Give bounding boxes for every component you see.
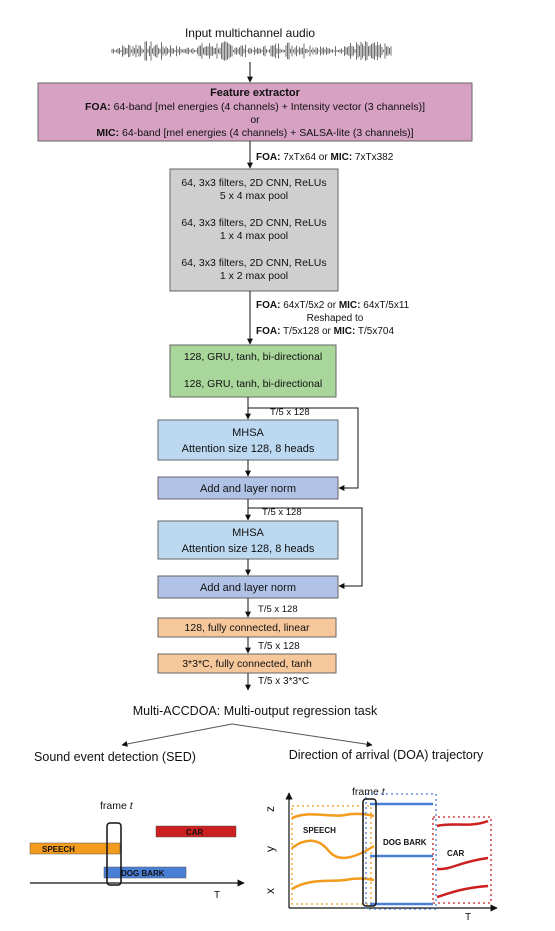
sed-plot: frame t T SPEECH CAR DOG BARK bbox=[29, 800, 245, 901]
cnn-layer-2-line-1: 64, 3x3 filters, 2D CNN, ReLUs bbox=[181, 217, 326, 229]
residual-2 bbox=[248, 507, 363, 589]
doa-car-z bbox=[436, 819, 489, 828]
fc-dim-mid: T/5 x 128 bbox=[258, 641, 300, 652]
cnn-layer-3-line-1: 64, 3x3 filters, 2D CNN, ReLUs bbox=[181, 257, 326, 269]
feature-extractor-mic: MIC: 64-band [mel energies (4 channels) … bbox=[96, 127, 413, 139]
fc1-label: 128, fully connected, linear bbox=[185, 622, 310, 634]
mhsa2-detail: Attention size 128, 8 heads bbox=[182, 543, 315, 555]
doa-frame-label: frame t bbox=[352, 786, 386, 798]
doa-axis-z: z bbox=[263, 806, 277, 812]
gru-layer-1: 128, GRU, tanh, bi-directional bbox=[184, 351, 322, 363]
sed-frame-label: frame t bbox=[100, 800, 134, 812]
sed-title: Sound event detection (SED) bbox=[34, 750, 196, 764]
task-title: Multi-ACCDOA: Multi-output regression ta… bbox=[133, 704, 378, 718]
features-shape-label: FOA: 7xTx64 or MIC: 7xTx382 bbox=[256, 152, 394, 163]
gru-layer-2: 128, GRU, tanh, bi-directional bbox=[184, 378, 322, 390]
cnn-layer-2-line-2: 1 x 4 max pool bbox=[220, 230, 288, 242]
mhsa1-detail: Attention size 128, 8 heads bbox=[182, 443, 315, 455]
doa-speech-z bbox=[291, 812, 375, 820]
sed-speech-label: SPEECH bbox=[42, 845, 75, 854]
sed-dogbark-bar bbox=[103, 866, 187, 879]
doa-car-y bbox=[436, 856, 489, 871]
sed-axis-label: T bbox=[214, 890, 220, 901]
doa-frame-box bbox=[362, 798, 377, 907]
feature-extractor-title: Feature extractor bbox=[210, 87, 301, 99]
norm2-label: Add and layer norm bbox=[200, 582, 296, 594]
cnn-output-shape: FOA: 64xT/5x2 or MIC: 64xT/5x11 bbox=[256, 300, 410, 311]
cnn-layer-3-line-2: 1 x 2 max pool bbox=[220, 270, 288, 282]
norm1-label: Add and layer norm bbox=[200, 483, 296, 495]
cnn-block bbox=[169, 168, 339, 292]
doa-axis-x: x bbox=[263, 888, 277, 894]
sed-speech-bar bbox=[29, 842, 121, 855]
reshaped-shape: FOA: T/5x128 or MIC: T/5x704 bbox=[256, 326, 394, 337]
doa-car-x bbox=[436, 884, 489, 899]
reshaped-label: Reshaped to bbox=[307, 313, 364, 324]
doa-dogbark-region bbox=[365, 793, 437, 910]
sed-dogbark-label: DOG BARK bbox=[121, 869, 165, 878]
mhsa2-title: MHSA bbox=[232, 527, 264, 539]
doa-speech-y bbox=[291, 839, 375, 859]
doa-car-label: CAR bbox=[447, 849, 465, 858]
mhsa2-block bbox=[157, 520, 339, 560]
doa-speech-x bbox=[291, 877, 375, 891]
doa-car-region bbox=[432, 816, 492, 904]
feature-extractor-foa: FOA: 64-band [mel energies (4 channels) … bbox=[85, 101, 425, 113]
doa-axis-label: T bbox=[465, 912, 471, 923]
doa-speech-region bbox=[291, 805, 372, 905]
fc-dim-out: T/5 x 3*3*C bbox=[258, 676, 309, 687]
doa-plot: frame t T z y x SPEECH DOG BARK CAR bbox=[263, 786, 498, 923]
doa-title: Direction of arrival (DOA) trajectory bbox=[289, 748, 484, 762]
arrow-to-sed bbox=[121, 723, 233, 747]
arrow-to-doa bbox=[231, 723, 373, 748]
cnn-layer-1-line-1: 64, 3x3 filters, 2D CNN, ReLUs bbox=[181, 177, 326, 189]
mhsa1-dim-label: T/5 x 128 bbox=[270, 407, 310, 418]
doa-axis-y: y bbox=[263, 846, 277, 852]
sed-car-label: CAR bbox=[186, 828, 204, 837]
fc-dim-in: T/5 x 128 bbox=[258, 604, 298, 615]
sed-frame-box bbox=[106, 822, 122, 886]
doa-speech-label: SPEECH bbox=[303, 826, 336, 835]
waveform-icon bbox=[111, 41, 392, 61]
cnn-layer-1-line-2: 5 x 4 max pool bbox=[220, 190, 288, 202]
feature-extractor-or: or bbox=[250, 114, 260, 126]
fc2-block bbox=[157, 653, 337, 674]
mhsa1-block bbox=[157, 419, 339, 461]
doa-dogbark-label: DOG BARK bbox=[383, 838, 427, 847]
mhsa1-title: MHSA bbox=[232, 427, 264, 439]
input-label: Input multichannel audio bbox=[185, 26, 315, 40]
feature-extractor-box bbox=[37, 82, 473, 142]
fc2-label: 3*3*C, fully connected, tanh bbox=[182, 658, 312, 670]
mhsa2-dim-label: T/5 x 128 bbox=[262, 507, 302, 518]
gru-block bbox=[169, 344, 337, 398]
residual-1 bbox=[248, 407, 359, 491]
fc1-block bbox=[157, 617, 337, 638]
sed-car-bar bbox=[155, 825, 237, 838]
